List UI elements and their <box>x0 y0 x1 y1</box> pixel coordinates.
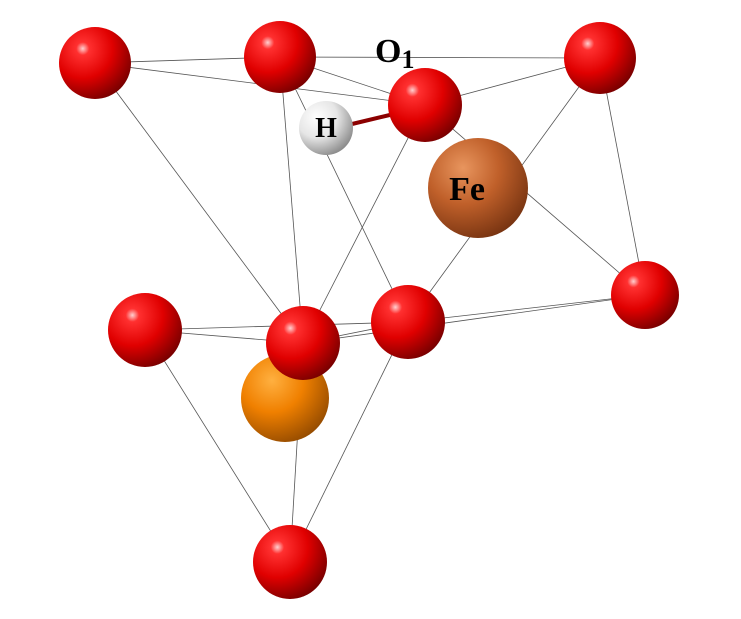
o1-label-subscript: 1 <box>401 45 414 74</box>
polyhedron-edges <box>94 56 646 563</box>
hydrogen-atom <box>299 101 353 155</box>
o1-label: O1 <box>375 33 414 74</box>
oxygen-atom-top-left <box>59 27 131 99</box>
oxygen-atom-right <box>611 261 679 329</box>
oxygen-atom-mid-right <box>371 285 445 359</box>
oxygen-atom-top-mid <box>244 21 316 93</box>
oxygen-atom-top-right <box>564 22 636 94</box>
oxygen-atom-bottom <box>253 525 327 599</box>
oxygen-atom-o1 <box>388 68 462 142</box>
iron-atom <box>428 138 528 238</box>
oxygen-atom-mid-left <box>108 293 182 367</box>
iron-label: Fe <box>449 171 485 208</box>
hydrogen-label: H <box>315 113 337 144</box>
h-o1-bond <box>350 112 396 126</box>
o1-label-main: O <box>375 33 401 70</box>
oxygen-atom-mid-center <box>266 306 340 380</box>
